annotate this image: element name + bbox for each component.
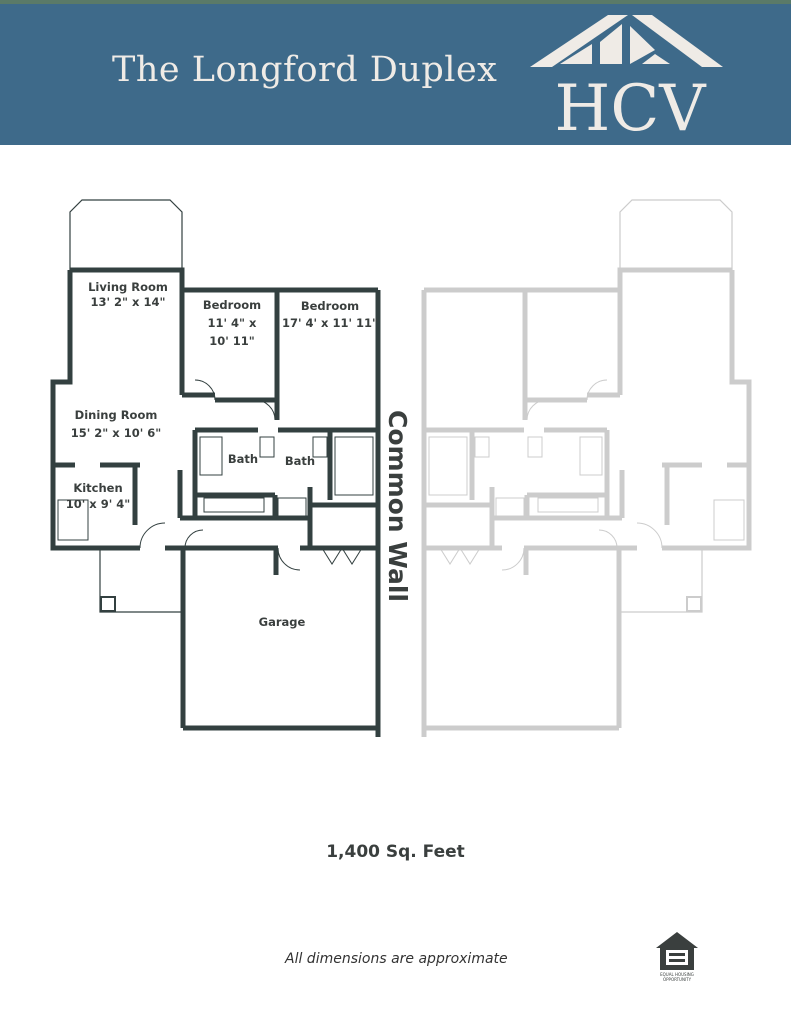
page-title: The Longford Duplex — [112, 50, 498, 90]
bedroom1-size-line2: 10' 11" — [209, 334, 255, 348]
equal-housing-logo: EQUAL HOUSING OPPORTUNITY — [656, 932, 698, 982]
hcv-logo: HCV — [530, 15, 723, 137]
square-footage: 1,400 Sq. Feet — [326, 842, 465, 862]
right-unit-walls — [424, 200, 749, 728]
svg-text:EQUAL HOUSING: EQUAL HOUSING — [660, 972, 694, 977]
dining-room-size: 15' 2" x 10' 6" — [71, 426, 161, 440]
floor-plan: Common Wall Living Room 13' 2" x 14" Bed… — [0, 145, 791, 737]
kitchen-name: Kitchen — [73, 481, 122, 495]
disclaimer-note: All dimensions are approximate — [285, 951, 508, 967]
bedroom1-name: Bedroom — [203, 298, 261, 312]
living-room-size: 13' 2" x 14" — [91, 295, 166, 309]
living-room-name: Living Room — [88, 280, 168, 294]
bedroom2-name: Bedroom — [301, 299, 359, 313]
dining-room-name: Dining Room — [75, 408, 158, 422]
bath1-name: Bath — [228, 452, 258, 466]
common-wall-label: Common Wall — [383, 410, 412, 602]
bedroom2-size: 17' 4' x 11' 11" — [282, 316, 378, 330]
bath2-name: Bath — [285, 454, 315, 468]
kitchen-size: 10' x 9' 4" — [66, 497, 130, 511]
top-strip — [0, 0, 791, 4]
svg-text:OPPORTUNITY: OPPORTUNITY — [663, 977, 692, 982]
bedroom1-size-line1: 11' 4" x — [208, 316, 258, 330]
svg-text:HCV: HCV — [555, 72, 708, 137]
garage-name: Garage — [259, 615, 306, 629]
